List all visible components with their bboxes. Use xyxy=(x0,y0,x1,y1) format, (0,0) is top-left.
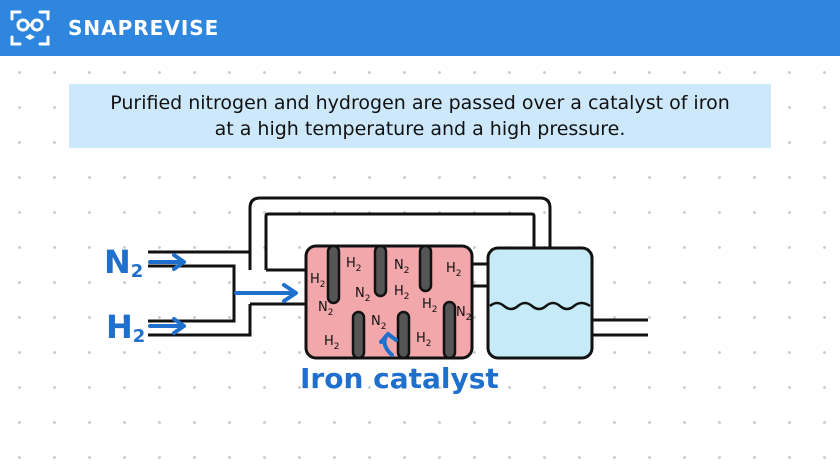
catalyst-rod xyxy=(351,310,366,360)
gas-label: N2 xyxy=(371,314,386,332)
caption-box: Purified nitrogen and hydrogen are passe… xyxy=(69,84,771,148)
catalyst-rod xyxy=(326,244,341,305)
gas-label: H2 xyxy=(346,256,362,274)
outlet-pipe xyxy=(592,318,648,337)
gas-label: H2 xyxy=(310,272,326,290)
h2-input-label: H2 xyxy=(106,308,145,347)
catalyst-rod xyxy=(418,244,433,293)
connector-pipe xyxy=(472,262,488,288)
liquid-surface xyxy=(489,301,591,311)
catalyst-rods xyxy=(326,244,457,360)
gas-label: H2 xyxy=(422,297,438,315)
n2-input-label: N2 xyxy=(104,243,143,282)
snaprevise-logo-icon xyxy=(10,10,50,46)
gas-label: H2 xyxy=(324,334,340,352)
recycle-pipe-outer xyxy=(248,196,552,270)
recycle-pipe-inner xyxy=(264,212,536,270)
gas-label: N2 xyxy=(456,305,471,323)
gas-flow-arrow xyxy=(234,283,298,303)
gas-label: H2 xyxy=(416,331,432,349)
iron-catalyst-label: Iron catalyst xyxy=(300,362,499,395)
condenser xyxy=(486,246,594,360)
caption-line-1: Purified nitrogen and hydrogen are passe… xyxy=(110,92,730,114)
h2-arrow xyxy=(148,317,186,335)
gas-label: H2 xyxy=(394,284,410,302)
gas-label: N2 xyxy=(394,258,409,276)
mixed-gas-pipe xyxy=(250,268,306,306)
catalyst-rod xyxy=(373,244,388,298)
catalyst-rod xyxy=(396,310,411,360)
caption-line-2: at a high temperature and a high pressur… xyxy=(214,118,626,140)
gas-label: H2 xyxy=(446,261,462,279)
catalyst-pointer-arrow xyxy=(379,332,398,357)
gas-label: N2 xyxy=(318,300,333,318)
h2-inlet-pipe xyxy=(148,300,252,337)
n2-arrow xyxy=(148,253,186,271)
gas-label: N2 xyxy=(355,286,370,304)
catalyst-rod xyxy=(442,300,457,360)
brand-name: SNAPREVISE xyxy=(68,16,220,40)
header-bar: SNAPREVISE xyxy=(0,0,840,56)
